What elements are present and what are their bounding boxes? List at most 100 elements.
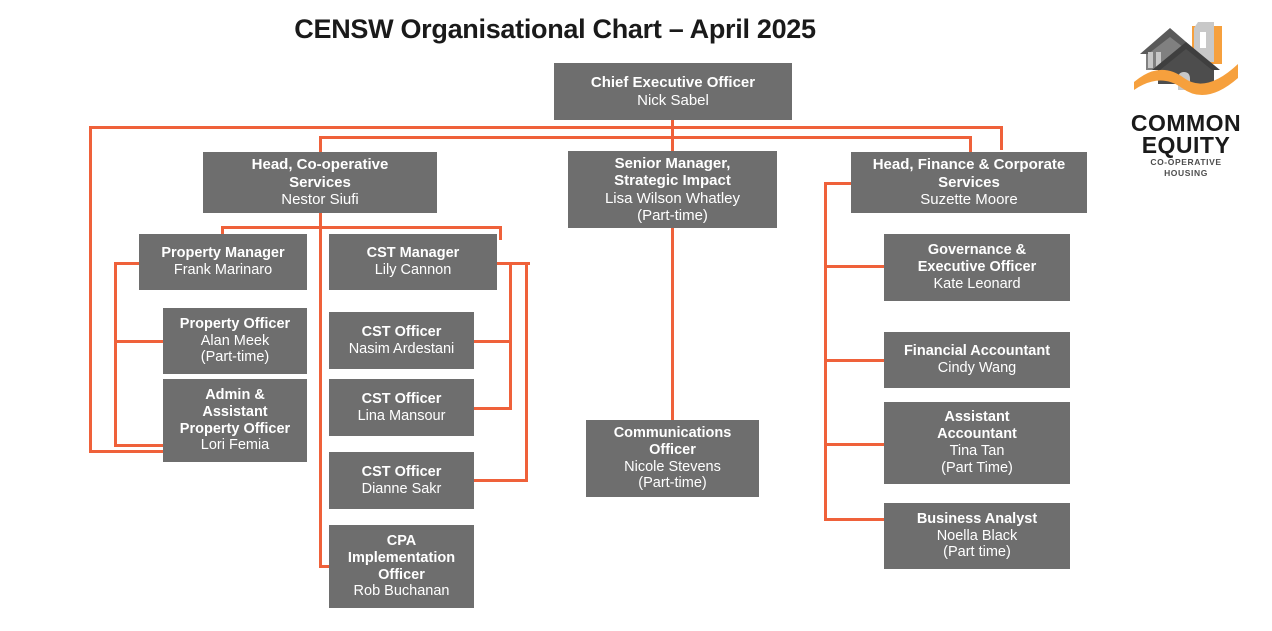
connector-finance-trunk [824,182,827,520]
connector-left-trunk-to-admin [89,450,165,453]
logo-line-cooperative: CO-OPERATIVE [1150,157,1222,167]
node-role-line2: Strategic Impact [614,172,731,190]
node-assistant-accountant[interactable]: Assistant Accountant Tina Tan (Part Time… [884,402,1070,484]
node-person: Dianne Sakr [361,480,442,497]
connector-property-trunk-top [114,262,141,265]
node-person: Noella Black [936,527,1018,544]
node-person: Frank Marinaro [173,262,273,278]
node-role-line3: Property Officer [179,420,291,437]
node-role-line1: Assistant [944,409,1010,426]
connector-coop-to-property-manager [221,226,224,240]
connector-left-trunk [89,126,92,453]
logo-line-equity: EQUITY [1141,132,1231,158]
node-role: CST Manager [366,245,460,262]
node-role-line1: Governance & [927,242,1027,259]
node-financial-accountant[interactable]: Financial Accountant Cindy Wang [884,332,1070,388]
node-employment-note: (Part-time) [200,349,270,366]
node-communications-officer[interactable]: Communications Officer Nicole Stevens (P… [586,420,759,497]
node-person: Lori Femia [200,437,270,454]
node-property-officer[interactable]: Property Officer Alan Meek (Part-time) [163,308,307,374]
connector-finance-to-business-analyst [824,518,886,521]
connector-coop-stem [319,212,322,228]
connector-bus-outer [89,126,1003,129]
company-logo: COMMON EQUITY CO-OPERATIVE HOUSING [1112,14,1260,182]
house-roofs-icon [1134,22,1238,96]
node-role-line2: Executive Officer [917,259,1037,276]
node-role-line1: Head, Finance & Corporate [872,156,1066,174]
connector-head-finance-drop [969,136,972,152]
node-person: Nick Sabel [637,91,709,109]
node-employment-note: (Part Time) [941,459,1013,476]
node-role-line1: Communications [613,424,732,441]
node-role-line2: Services [938,173,1000,191]
page-title: CENSW Organisational Chart – April 2025 [294,14,816,44]
node-person: Tina Tan [949,443,1005,459]
connector-property-to-admin-officer [114,444,165,447]
node-role-line2: Assistant [202,403,268,420]
node-role-line2: Accountant [937,426,1017,443]
node-role-line1: Admin & [205,386,265,403]
connector-cst-trunk-inner [509,262,512,410]
node-role-line1: Head, Co-operative [251,156,389,174]
node-role-line1: CPA [386,532,417,549]
node-person: Nicole Stevens [624,458,721,475]
connector-coop-to-cpa-trunk [319,226,322,568]
node-cst-officer-dianne-sakr[interactable]: CST Officer Dianne Sakr [329,452,474,509]
node-cpa-implementation-officer[interactable]: CPA Implementation Officer Rob Buchanan [329,525,474,608]
connector-finance-to-financial-accountant [824,359,886,362]
node-cst-manager[interactable]: CST Manager Lily Cannon [329,234,497,290]
node-role-line2: Implementation [347,549,456,566]
node-person: Kate Leonard [933,275,1021,292]
connector-head-coop-drop [319,136,322,152]
connector-finance-to-governance [824,265,886,268]
node-head-cooperative-services[interactable]: Head, Co-operative Services Nestor Siufi [203,152,437,213]
node-governance-executive-officer[interactable]: Governance & Executive Officer Kate Leon… [884,234,1070,301]
node-admin-assistant-property-officer[interactable]: Admin & Assistant Property Officer Lori … [163,379,307,462]
node-business-analyst[interactable]: Business Analyst Noella Black (Part time… [884,503,1070,569]
connector-bus-inner [319,136,972,139]
connector-cst-to-officer-2 [466,407,512,410]
connector-coop-children-bus [221,226,502,229]
node-role-line2: Services [289,173,351,191]
node-role: Property Officer [179,315,291,332]
connector-ceo-stem [671,120,674,128]
node-role: Financial Accountant [903,343,1051,360]
connector-cst-to-officer-3 [466,479,528,482]
connector-cst-to-officer-1 [466,340,512,343]
node-cst-officer-nasim-ardestani[interactable]: CST Officer Nasim Ardestani [329,312,474,369]
node-employment-note: (Part-time) [637,206,708,224]
node-person: Cindy Wang [937,360,1017,376]
node-person: Lina Mansour [357,407,446,424]
connector-coop-to-cst-manager [499,226,502,240]
connector-bus-outer-right-drop [1000,126,1003,150]
node-person: Suzette Moore [920,191,1018,209]
connector-finance-trunk-top [824,182,856,185]
node-cst-officer-lina-mansour[interactable]: CST Officer Lina Mansour [329,379,474,436]
node-role-line2: Officer [649,441,696,458]
node-person: Rob Buchanan [353,583,450,600]
connector-ceo-to-senior-manager [671,126,674,151]
node-role: Property Manager [161,245,285,262]
logo-line-housing: HOUSING [1164,168,1208,178]
node-role: Business Analyst [916,510,1038,527]
node-person: Lisa Wilson Whatley [604,189,741,207]
connector-property-trunk [114,262,117,447]
node-role-line1: Senior Manager, [614,154,731,172]
node-property-manager[interactable]: Property Manager Frank Marinaro [139,234,307,290]
connector-finance-to-assistant-accountant [824,443,886,446]
node-employment-note: (Part time) [943,544,1011,561]
node-person: Nasim Ardestani [348,340,455,357]
node-person: Nestor Siufi [281,191,359,209]
node-role: CST Officer [361,323,442,340]
connector-cst-manager-out-inner [497,262,530,265]
logo-line-common: COMMON [1130,110,1242,136]
connector-property-to-property-officer [114,340,165,343]
connector-cst-trunk-outer [525,262,528,482]
node-role: CST Officer [361,463,442,480]
connector-senior-manager-to-comms [671,228,674,420]
node-head-finance-corporate-services[interactable]: Head, Finance & Corporate Services Suzet… [851,152,1087,213]
node-chief-executive-officer[interactable]: Chief Executive Officer Nick Sabel [554,63,792,120]
node-employment-note: (Part-time) [638,475,707,492]
node-senior-manager-strategic-impact[interactable]: Senior Manager, Strategic Impact Lisa Wi… [568,151,777,228]
